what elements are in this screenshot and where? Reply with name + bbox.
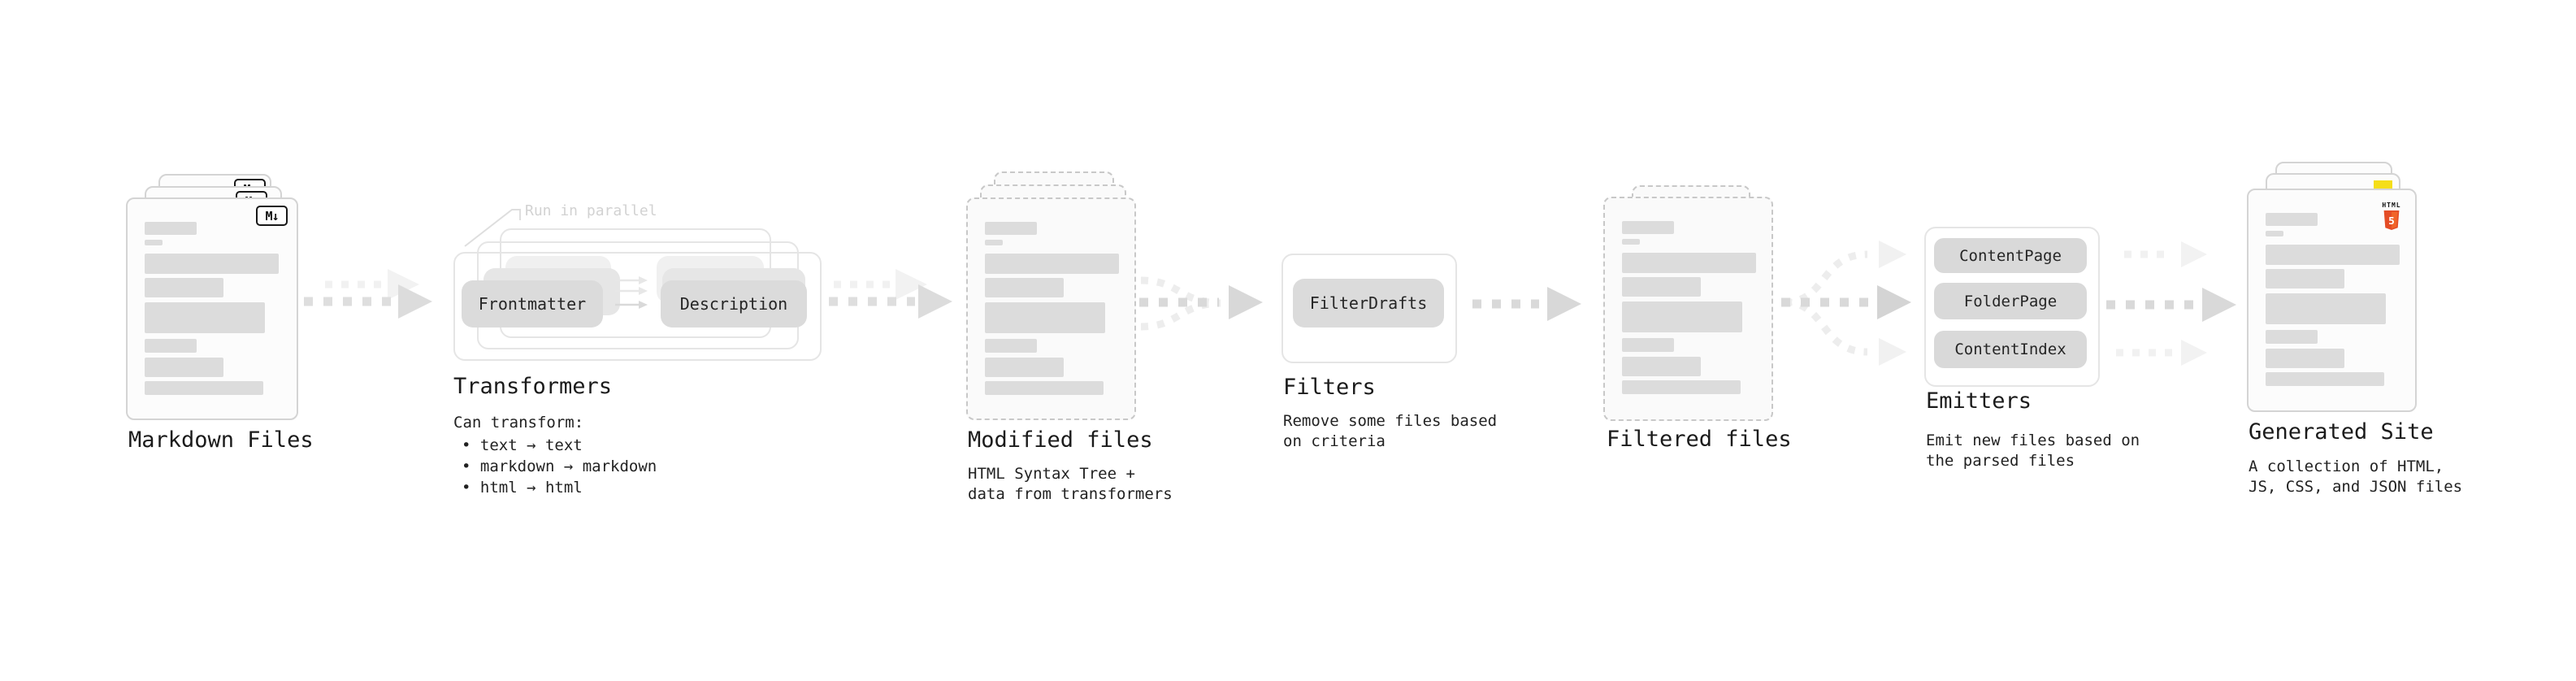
placeholder-line [985,381,1104,395]
filters-box [1281,254,1457,363]
stage-label-modified-files: Modified files [968,427,1153,453]
placeholder-line [145,358,223,377]
stage-label-filters: Filters [1283,375,1376,400]
html5-icon: HTML 5 [2378,195,2405,233]
placeholder-line [2266,269,2344,288]
placeholder-line [985,222,1037,235]
modified-file-card [966,197,1136,420]
transformer-box-front [453,252,822,361]
modified-files-desc: HTML Syntax Tree + data from transformer… [968,465,1173,503]
placeholder-line [1622,301,1742,332]
placeholder-line [1622,221,1674,234]
bullet-item: • html → html [462,479,583,497]
stage-label-generated-site: Generated Site [2249,419,2434,445]
folderpage-pill: FolderPage [1934,283,2087,319]
html5-shield: 5 [2383,210,2400,230]
arrow-filters-to-filtered [1472,287,1581,321]
placeholder-line [2266,231,2283,236]
filterdrafts-pill: FilterDrafts [1293,279,1444,327]
contentindex-pill: ContentIndex [1934,331,2087,368]
stage-label-markdown-files: Markdown Files [128,427,314,453]
stage-label-transformers: Transformers [453,374,613,399]
filtered-file-card [1603,197,1773,421]
placeholder-line [145,254,279,274]
placeholder-line [985,278,1064,297]
js-icon [2374,180,2392,189]
placeholder-line [985,302,1105,333]
stage-label-emitters: Emitters [1926,388,2032,414]
run-in-parallel-note: Run in parallel [525,202,657,219]
placeholder-line [1622,380,1741,394]
placeholder-line [145,302,265,333]
emitters-box [1924,227,2100,387]
arrow-filtered-to-emitters-split [1781,241,1911,366]
bullet-item: • markdown → markdown [462,458,657,475]
html5-icon-label: HTML [2382,202,2401,209]
site-file-card-html: HTML 5 [2247,189,2417,412]
placeholder-line [2266,213,2318,226]
contentpage-pill: ContentPage [1934,238,2087,273]
placeholder-line [1622,277,1701,297]
placeholder-line [1622,253,1756,273]
transformers-bullets: • text → text • markdown → markdown • ht… [462,435,657,498]
bullet-item: • text → text [462,436,583,454]
placeholder-line [985,240,1003,245]
placeholder-line [145,339,197,353]
placeholder-line [1622,338,1674,352]
placeholder-line [985,254,1119,274]
placeholder-line [2266,372,2384,386]
transformers-desc-title: Can transform: [453,414,584,432]
filters-desc: Remove some files based on criteria [1283,412,1498,450]
placeholder-line [1622,357,1701,376]
markdown-icon: M↓ [256,206,288,226]
placeholder-line [985,358,1064,377]
placeholder-line [145,278,223,297]
placeholder-line [145,240,163,245]
placeholder-line [985,339,1037,353]
html5-number: 5 [2388,215,2395,228]
arrow-transformers-to-modified [829,269,952,319]
emitters-desc: Emit new files based on the parsed files [1926,432,2140,470]
placeholder-line [1622,239,1640,245]
placeholder-line [145,381,263,395]
frontmatter-pill: Frontmatter [462,280,603,327]
placeholder-line [2266,349,2344,368]
generated-site-desc: A collection of HTML, JS, CSS, and JSON … [2249,458,2463,496]
markdown-file-card: M↓ [126,197,298,420]
stage-label-filtered-files: Filtered files [1607,427,1792,452]
arrow-markdown-to-transformers [304,269,432,319]
arrow-modified-to-filters-merge [1139,276,1263,331]
placeholder-line [2266,293,2386,324]
arrow-emitters-to-site [2106,241,2236,366]
placeholder-line [145,222,197,235]
description-pill: Description [661,280,807,327]
placeholder-line [2266,330,2318,344]
placeholder-line [2266,245,2400,265]
